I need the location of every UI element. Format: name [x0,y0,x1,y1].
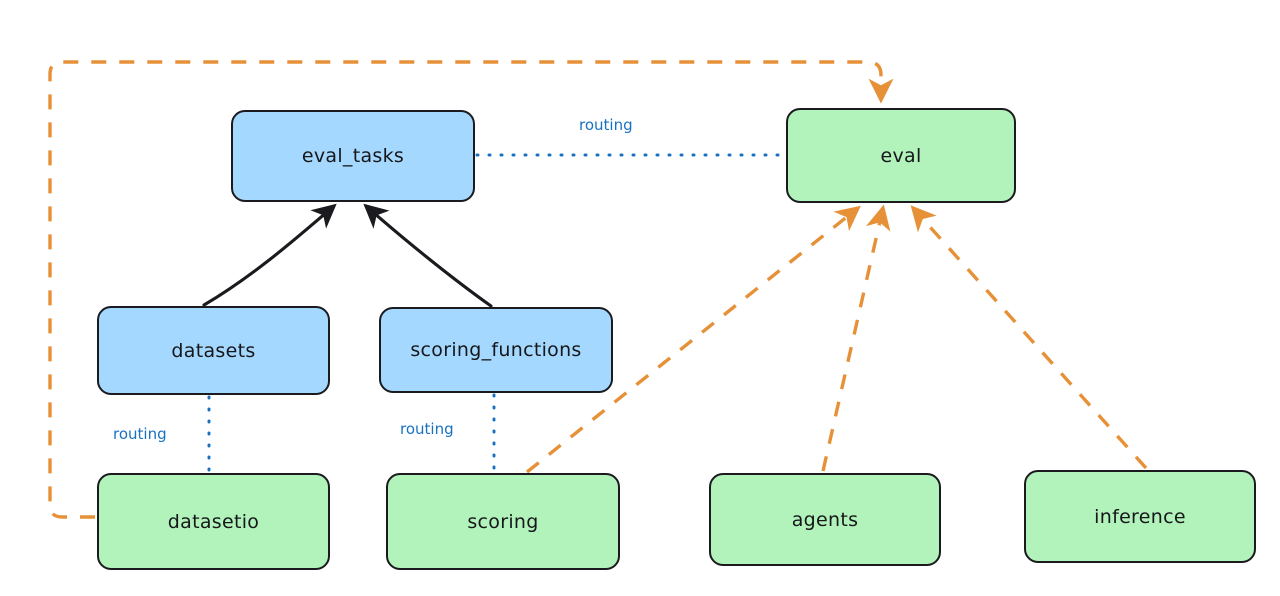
node-scoring-functions[interactable]: scoring_functions [379,307,613,393]
node-scoring-label: scoring [467,510,539,533]
node-inference-label: inference [1094,505,1186,528]
edge-datasets-to-eval-tasks [202,203,337,307]
node-scoring-functions-label: scoring_functions [410,339,582,361]
node-datasetio-label: datasetio [167,510,260,533]
node-datasets-label: datasets [171,339,256,362]
edge-datasetio-to-eval-dependency [48,60,894,519]
node-eval-tasks-label: eval_tasks [301,145,405,167]
node-scoring[interactable]: scoring [386,473,620,570]
node-datasetio[interactable]: datasetio [97,473,330,570]
edge-label-routing-eval-tasks-eval: routing [579,116,633,134]
edge-scoring-to-eval-dependency [525,205,861,474]
node-agents-label: agents [791,508,859,531]
edge-agents-to-eval-dependency [821,204,891,472]
node-datasets[interactable]: datasets [97,306,330,395]
node-eval-label: eval [880,144,922,167]
edge-label-routing-datasets-datasetio: routing [113,425,167,443]
node-agents[interactable]: agents [709,473,941,566]
node-inference[interactable]: inference [1024,470,1256,563]
node-eval-tasks[interactable]: eval_tasks [231,110,475,202]
edge-scoring-functions-to-eval-tasks [363,203,493,308]
edge-inference-to-eval-dependency [910,205,1148,470]
node-eval[interactable]: eval [786,108,1016,203]
edge-label-routing-scoring-functions-scoring: routing [400,420,454,438]
